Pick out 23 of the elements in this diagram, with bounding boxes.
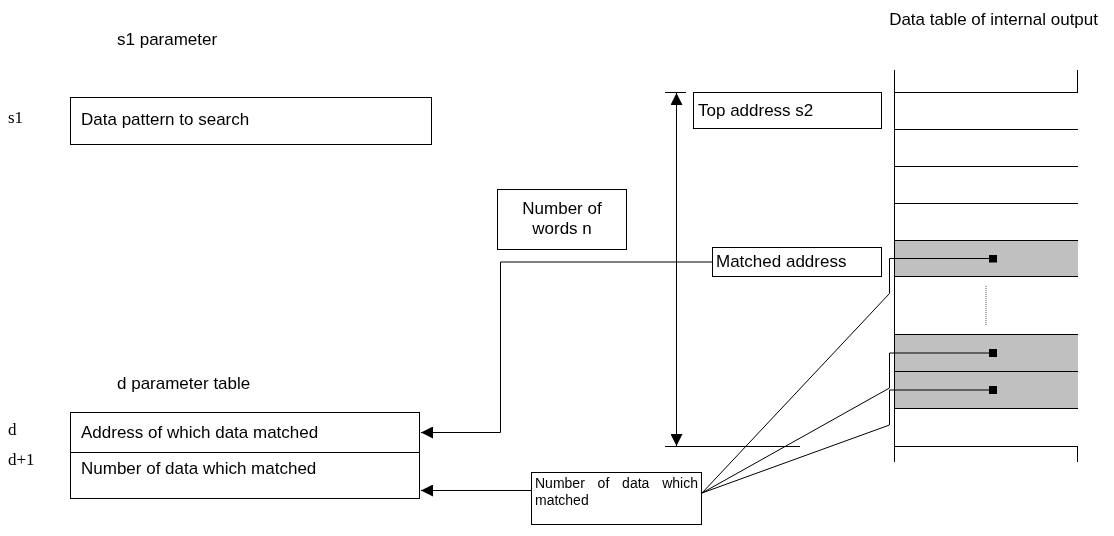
table-heading: Data table of internal output [889, 10, 1098, 30]
connector-line [701, 386, 997, 494]
memory-row [895, 240, 1078, 277]
address-label: d [8, 420, 17, 440]
address-box: Matched address [712, 247, 882, 277]
arrow [420, 261, 713, 439]
memory-row [895, 334, 1078, 372]
table-row-box: Number of data which matched [70, 452, 420, 499]
connector-line [701, 254, 997, 494]
address-box: Top address s2 [693, 92, 882, 129]
callout-box: Number of data which matched [531, 472, 702, 525]
dimension-label-box: Number of words n [497, 189, 627, 250]
heading-text: d parameter table [117, 374, 251, 394]
heading-text: s1 parameter [117, 30, 218, 50]
memory-row [895, 408, 1078, 447]
arrow [420, 484, 532, 497]
parameter-box: Data pattern to search [70, 97, 432, 145]
memory-row [895, 371, 1078, 409]
address-label: s1 [8, 108, 24, 128]
address-label: d+1 [8, 450, 35, 470]
table-row-box: Address of which data matched [70, 412, 420, 453]
memory-row [895, 92, 1078, 130]
connector-line [701, 349, 997, 494]
